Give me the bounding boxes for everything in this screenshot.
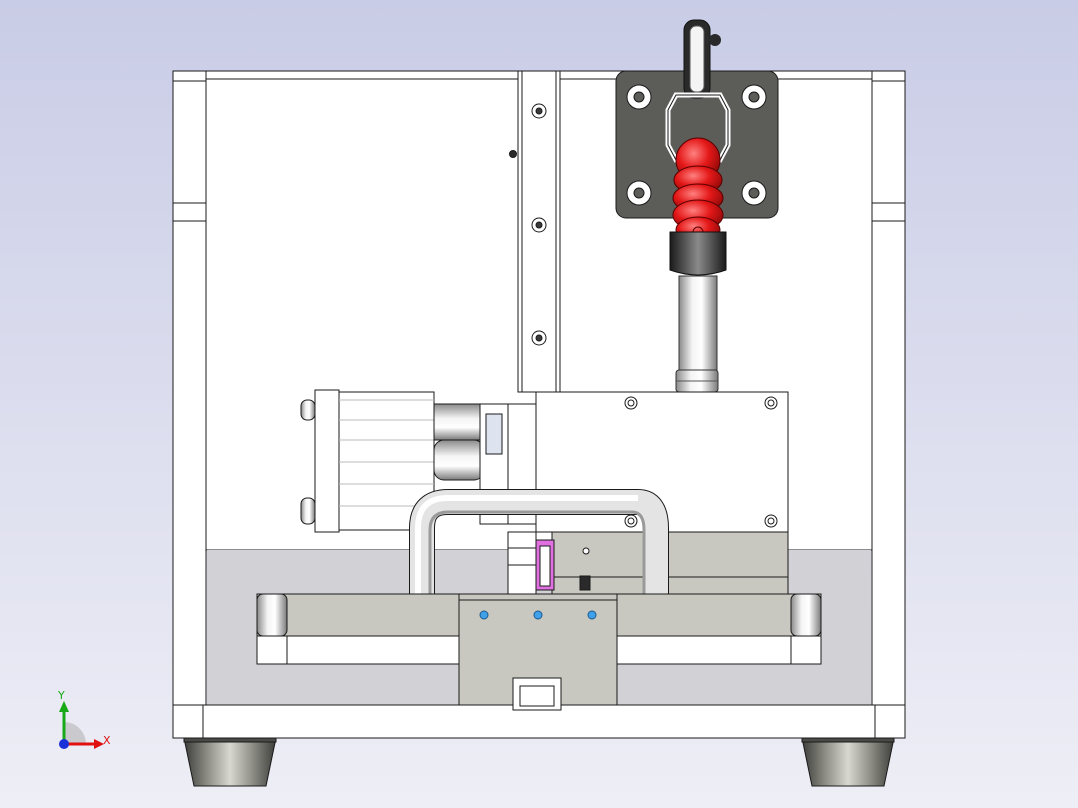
base-carriage[interactable] (256, 593, 822, 711)
right-post[interactable] (871, 70, 906, 706)
triad-x-label: X (103, 734, 111, 747)
handle-bar[interactable] (409, 489, 669, 594)
clamp-plate-screws (626, 84, 767, 206)
toggle-clamp-icon[interactable] (615, 19, 779, 393)
motor-end-cap (314, 389, 340, 533)
clamp-spindle (678, 275, 718, 371)
column-screws (509, 103, 547, 346)
coordinate-triad: Y X (57, 689, 111, 749)
motor-shaft-housing (433, 403, 485, 441)
leveling-foot-icon (183, 737, 895, 787)
lower-gray-block (507, 531, 789, 595)
clamp-body (669, 231, 727, 276)
left-post[interactable] (172, 70, 207, 706)
triad-y-label: Y (57, 689, 65, 702)
red-handle-icon[interactable] (672, 137, 724, 244)
